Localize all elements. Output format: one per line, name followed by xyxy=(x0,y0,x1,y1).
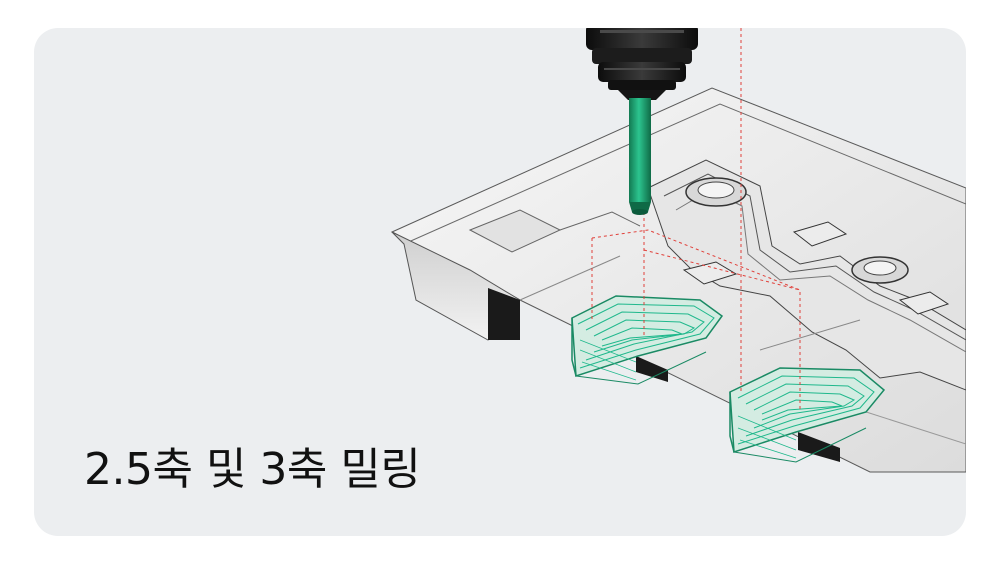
toolpath-pocket-1 xyxy=(571,295,724,385)
feature-title: 2.5축 및 3축 밀링 xyxy=(84,444,421,495)
end-mill-icon xyxy=(629,98,651,215)
tool-holder-icon xyxy=(586,28,698,100)
toolpath-pocket-2 xyxy=(729,367,886,463)
tool-guide-lines xyxy=(591,28,801,410)
